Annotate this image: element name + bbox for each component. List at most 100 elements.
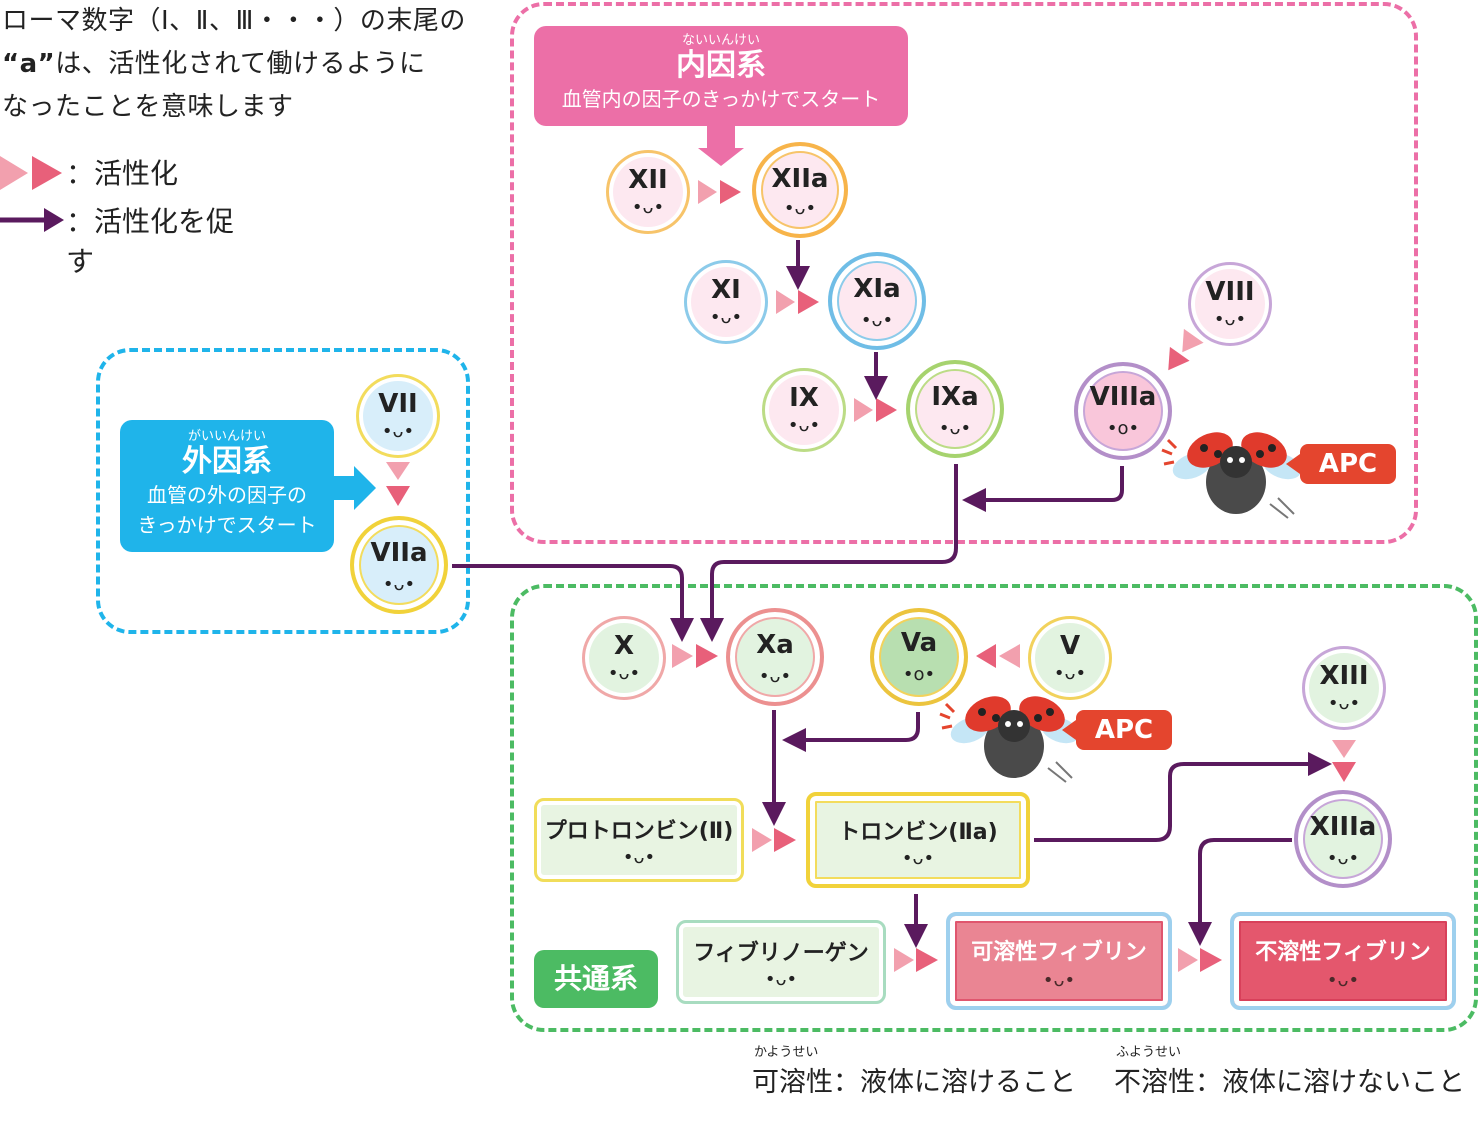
smile-face-icon: •ᴗ• [622, 847, 656, 868]
activate-viii-arrow [1168, 328, 1204, 371]
legend-promote-label: ：活性化を促す [66, 205, 235, 278]
intrinsic-ruby: ないいんけい [681, 33, 760, 48]
factor-x-label: X [613, 631, 635, 661]
smile-face-icon: •ᴗ• [1213, 309, 1247, 330]
smile-face-icon: •ᴗ• [381, 421, 415, 442]
smile-face-icon: •ᴗ• [1327, 693, 1361, 714]
factor-xia-label: XIa [853, 274, 901, 304]
activate-fibrinogen-arrow [894, 948, 938, 972]
prothrombin-box: プロトロンビン(Ⅱ) •ᴗ• [534, 798, 744, 882]
factor-vii: VII •ᴗ• [356, 374, 440, 458]
smile-face-icon: •ᴗ• [607, 663, 641, 684]
factor-xiiia: XIIIa •ᴗ• [1294, 790, 1392, 888]
soluble-ruby: かようせい [754, 1045, 819, 1060]
smile-face-icon: •ᴗ• [1326, 970, 1360, 991]
factor-viii-label: VIII [1205, 277, 1255, 307]
legend-activate-label: ：活性化 [66, 157, 179, 190]
activate-xii-arrow [698, 180, 741, 204]
factor-xiiia-label: XIIIa [1309, 812, 1377, 842]
activate-xi-arrow [776, 290, 819, 314]
intrinsic-region [510, 2, 1418, 544]
factor-viiia: VIIIa •o• [1074, 362, 1172, 460]
surprised-face-icon: •o• [902, 664, 936, 685]
smile-face-icon: •ᴗ• [764, 969, 798, 990]
factor-vii-label: VII [378, 389, 418, 419]
activate-vii-arrow [386, 462, 410, 506]
intrinsic-start-arrow [698, 126, 744, 166]
intrinsic-title-box: ないいんけい 内因系 血管内の因子のきっかけでスタート [534, 26, 908, 126]
smile-face-icon: •ᴗ• [709, 307, 743, 328]
ladybug-upper-icon [1161, 432, 1302, 519]
extrinsic-region [96, 348, 470, 634]
apc-lower-tag: APC [1062, 710, 1172, 750]
note-line-2: “a”は、活性化されて働けるように [2, 43, 472, 86]
factor-ix: IX •ᴗ• [762, 368, 846, 452]
activate-x-arrow [672, 644, 718, 668]
factor-ix-label: IX [789, 383, 819, 413]
smile-face-icon: •ᴗ• [631, 197, 665, 218]
extrinsic-desc-2: きっかけでスタート [137, 513, 317, 537]
factor-xii: XII •ᴗ• [606, 150, 690, 234]
legend: ：活性化 ：活性化を促す [0, 150, 260, 278]
prothrombin-label: プロトロンビン(Ⅱ) [544, 819, 734, 844]
factor-xiia: XIIa •ᴗ• [752, 142, 848, 238]
common-region [510, 584, 1478, 1032]
insoluble-text: 不溶性：液体に溶けないこと [1114, 1067, 1465, 1098]
promote-va-xa [782, 712, 920, 752]
factor-v: V •ᴗ• [1028, 616, 1112, 700]
activate-fibrin-arrow [1178, 948, 1222, 972]
extrinsic-start-arrow [332, 466, 376, 510]
promote-viiia-ixa [962, 466, 1124, 512]
factor-xiii-label: XIII [1319, 661, 1369, 691]
insoluble-fibrin-label: 不溶性フィブリン [1255, 940, 1431, 965]
soluble-text: 可溶性：液体に溶けること [752, 1067, 1076, 1098]
factor-xi-label: XI [711, 275, 741, 305]
smile-face-icon: •ᴗ• [783, 198, 817, 219]
soluble-fibrin-label: 可溶性フィブリン [971, 940, 1147, 965]
activate-xiii-arrow [1332, 740, 1356, 782]
factor-xi: XI •ᴗ• [684, 260, 768, 344]
promote-legend-icon [0, 208, 64, 232]
soluble-fibrin-box: 可溶性フィブリン •ᴗ• [946, 912, 1172, 1010]
activate-prothrombin-arrow [752, 828, 796, 852]
intrinsic-title: 内因系 [676, 48, 766, 83]
factor-va-label: Va [900, 628, 938, 658]
insoluble-definition: ふようせい 不溶性：液体に溶けないこと [1114, 1046, 1465, 1099]
note-a: “a” [2, 49, 56, 79]
smile-face-icon: •ᴗ• [1326, 848, 1360, 869]
promote-viia-x [452, 564, 694, 642]
promote-thrombin-xiii [1034, 752, 1332, 842]
extrinsic-desc-1: 血管の外の因子の [147, 483, 307, 507]
factor-xii-label: XII [628, 165, 668, 195]
note-line-2-rest: は、活性化されて働けるように [55, 49, 426, 79]
factor-v-label: V [1059, 631, 1081, 661]
extrinsic-title-box: がいいんけい 外因系 血管の外の因子の きっかけでスタート [120, 420, 334, 552]
factor-xa-label: Xa [756, 630, 794, 660]
factor-x: X •ᴗ• [582, 616, 666, 700]
ladybug-lower-icon [939, 696, 1080, 783]
factor-va: Va •o• [870, 608, 968, 706]
note-line-3: なったことを意味します [2, 92, 294, 122]
insoluble-ruby: ふようせい [1116, 1045, 1182, 1060]
fibrinogen-label: フィブリノーゲン [693, 941, 869, 966]
smile-face-icon: •ᴗ• [860, 310, 894, 331]
factor-xiia-label: XIIa [771, 164, 829, 194]
apc-upper-tag: APC [1286, 444, 1396, 484]
smile-face-icon: •ᴗ• [758, 666, 792, 687]
extrinsic-title: 外因系 [182, 444, 272, 479]
thrombin-box: トロンビン(Ⅱa) •ᴗ• [806, 792, 1030, 888]
smile-face-icon: •ᴗ• [938, 418, 972, 439]
factor-xia: XIa •ᴗ• [828, 252, 926, 350]
activate-v-arrow [976, 644, 1020, 668]
factor-xa: Xa •ᴗ• [726, 608, 824, 706]
extrinsic-ruby: がいいんけい [187, 429, 266, 444]
note-text: ローマ数字（Ⅰ、Ⅱ、Ⅲ・・・）の末尾の “a”は、活性化されて働けるように なっ… [2, 0, 472, 129]
surprised-face-icon: •o• [1106, 418, 1140, 439]
note-line-1: ローマ数字（Ⅰ、Ⅱ、Ⅲ・・・）の末尾の [2, 6, 466, 36]
smile-face-icon: •ᴗ• [1042, 970, 1076, 991]
factor-xiii: XIII •ᴗ• [1302, 646, 1386, 730]
thrombin-label: トロンビン(Ⅱa) [838, 820, 998, 845]
factor-viia-label: VIIa [370, 538, 428, 568]
fibrinogen-box: フィブリノーゲン •ᴗ• [676, 920, 886, 1004]
smile-face-icon: •ᴗ• [382, 574, 416, 595]
